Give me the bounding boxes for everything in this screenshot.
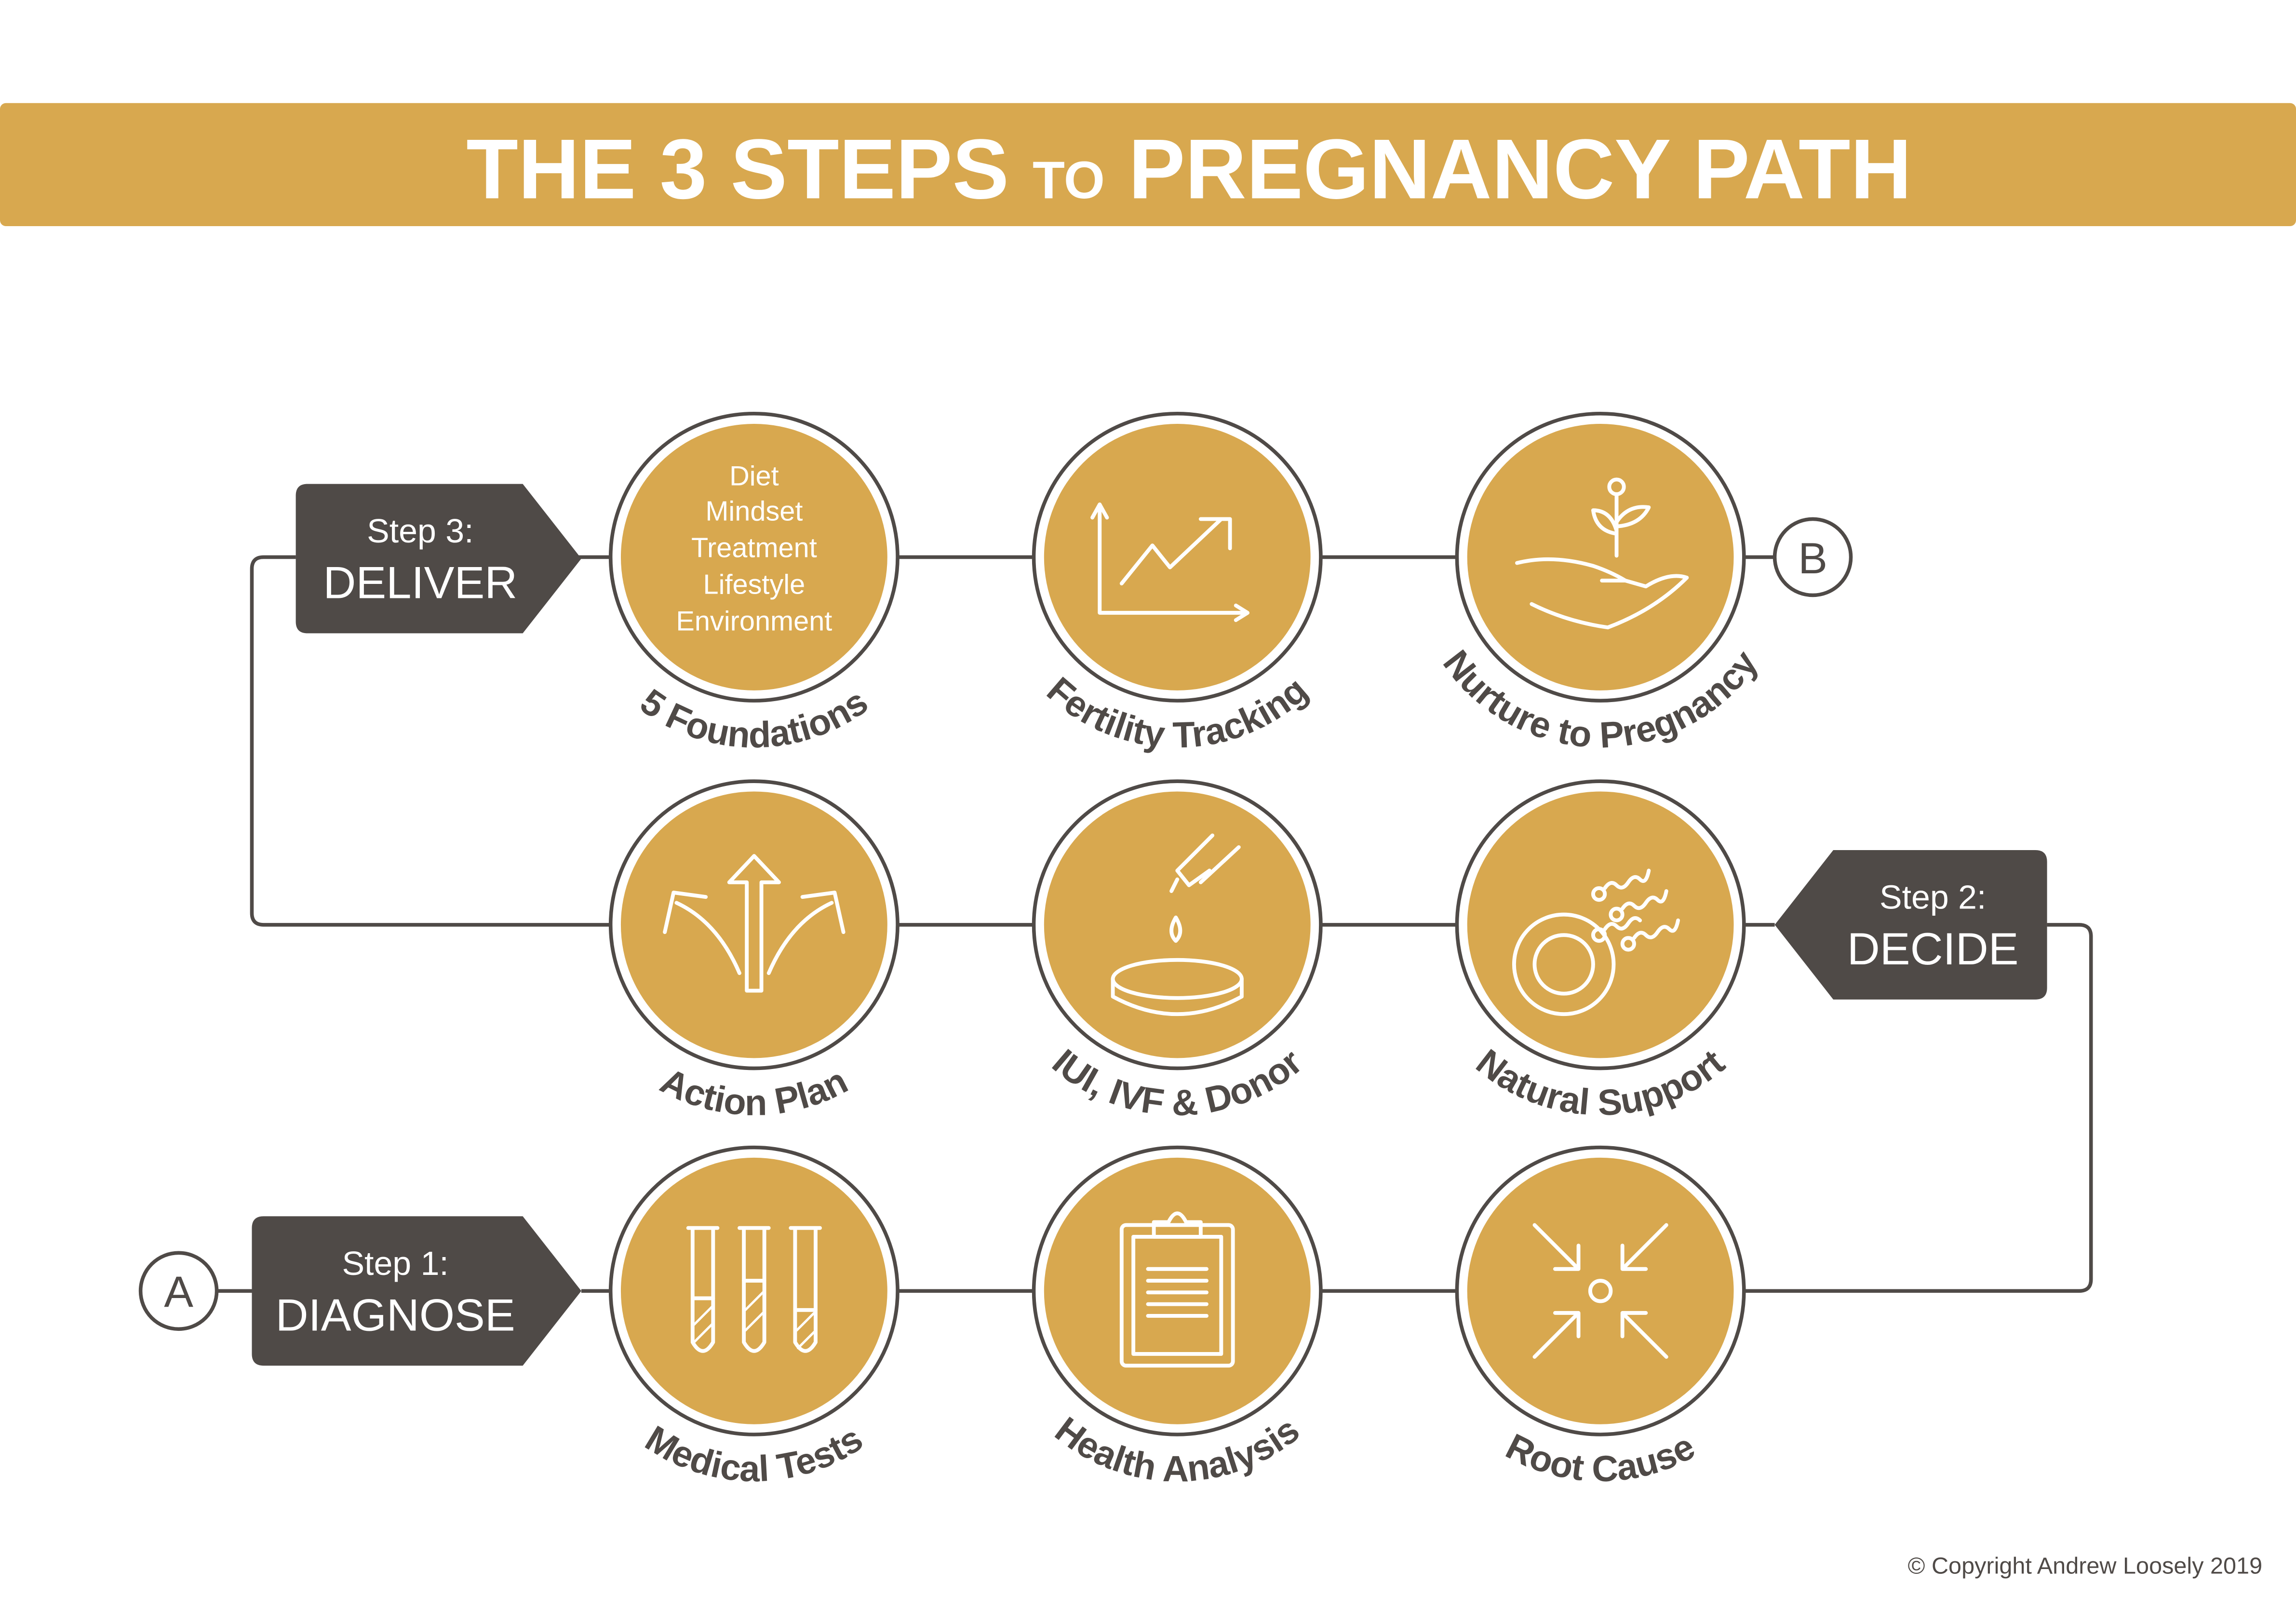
circle-root-cause: Root Cause [1455,1145,1746,1490]
svg-text:Mindset: Mindset [705,496,803,527]
svg-text:Environment: Environment [676,606,832,636]
title-banner: THE 3 STEPS TO PREGNANCY PATH [0,103,2296,226]
svg-text:A: A [164,1268,193,1317]
circle-natural-support: Natural Support [1455,779,1746,1123]
split-arrows-icon [663,854,846,993]
circle-fertility-tracking: Fertility Tracking [1032,411,1323,756]
foundations-list: Diet Mindset Treatment Lifestyle Environ… [676,461,832,637]
egg-sperm-icon [1512,868,1680,1016]
svg-text:B: B [1798,534,1827,583]
page-title: THE 3 STEPS TO PREGNANCY PATH [466,122,1912,217]
svg-text:Step 2:: Step 2: [1880,878,1986,916]
test-tubes-icon [686,1226,822,1353]
step-circles: Diet Mindset Treatment Lifestyle Environ… [608,411,1766,1490]
copyright-notice: © Copyright Andrew Loosely 2019 [1908,1553,2262,1579]
circle-action-plan: Action Plan [608,779,900,1123]
circle-5-foundations: Diet Mindset Treatment Lifestyle Environ… [608,411,900,756]
svg-text:Diet: Diet [729,461,779,492]
svg-text:Step 3:: Step 3: [367,512,473,550]
circle-health-analysis: Health Analysis [1032,1145,1323,1489]
step-2-tag: Step 2: DECIDE [1774,850,2047,1000]
svg-text:DECIDE: DECIDE [1847,923,2019,974]
svg-text:DIAGNOSE: DIAGNOSE [276,1289,515,1340]
converging-arrows-icon [1532,1223,1668,1359]
svg-text:Treatment: Treatment [691,532,817,563]
hand-plant-icon [1515,477,1689,630]
circle-nurture-to-pregnancy: Nurture to Pregnancy [1435,411,1766,756]
marker-b: B [1772,517,1853,597]
marker-a: A [138,1251,219,1331]
pipette-dish-icon [1111,833,1244,1016]
svg-text:Step 1:: Step 1: [342,1245,448,1282]
svg-text:DELIVER: DELIVER [323,557,517,608]
step-1-tag: Step 1: DIAGNOSE [252,1216,581,1366]
step-3-tag: Step 3: DELIVER [295,484,581,634]
circle-medical-tests: Medical Tests [608,1145,900,1489]
growth-chart-icon [1090,502,1250,623]
svg-text:Lifestyle: Lifestyle [703,569,806,600]
circle-iui-ivf-donor: IUI, IVF & Donor [1032,779,1323,1124]
clipboard-icon [1119,1211,1235,1368]
